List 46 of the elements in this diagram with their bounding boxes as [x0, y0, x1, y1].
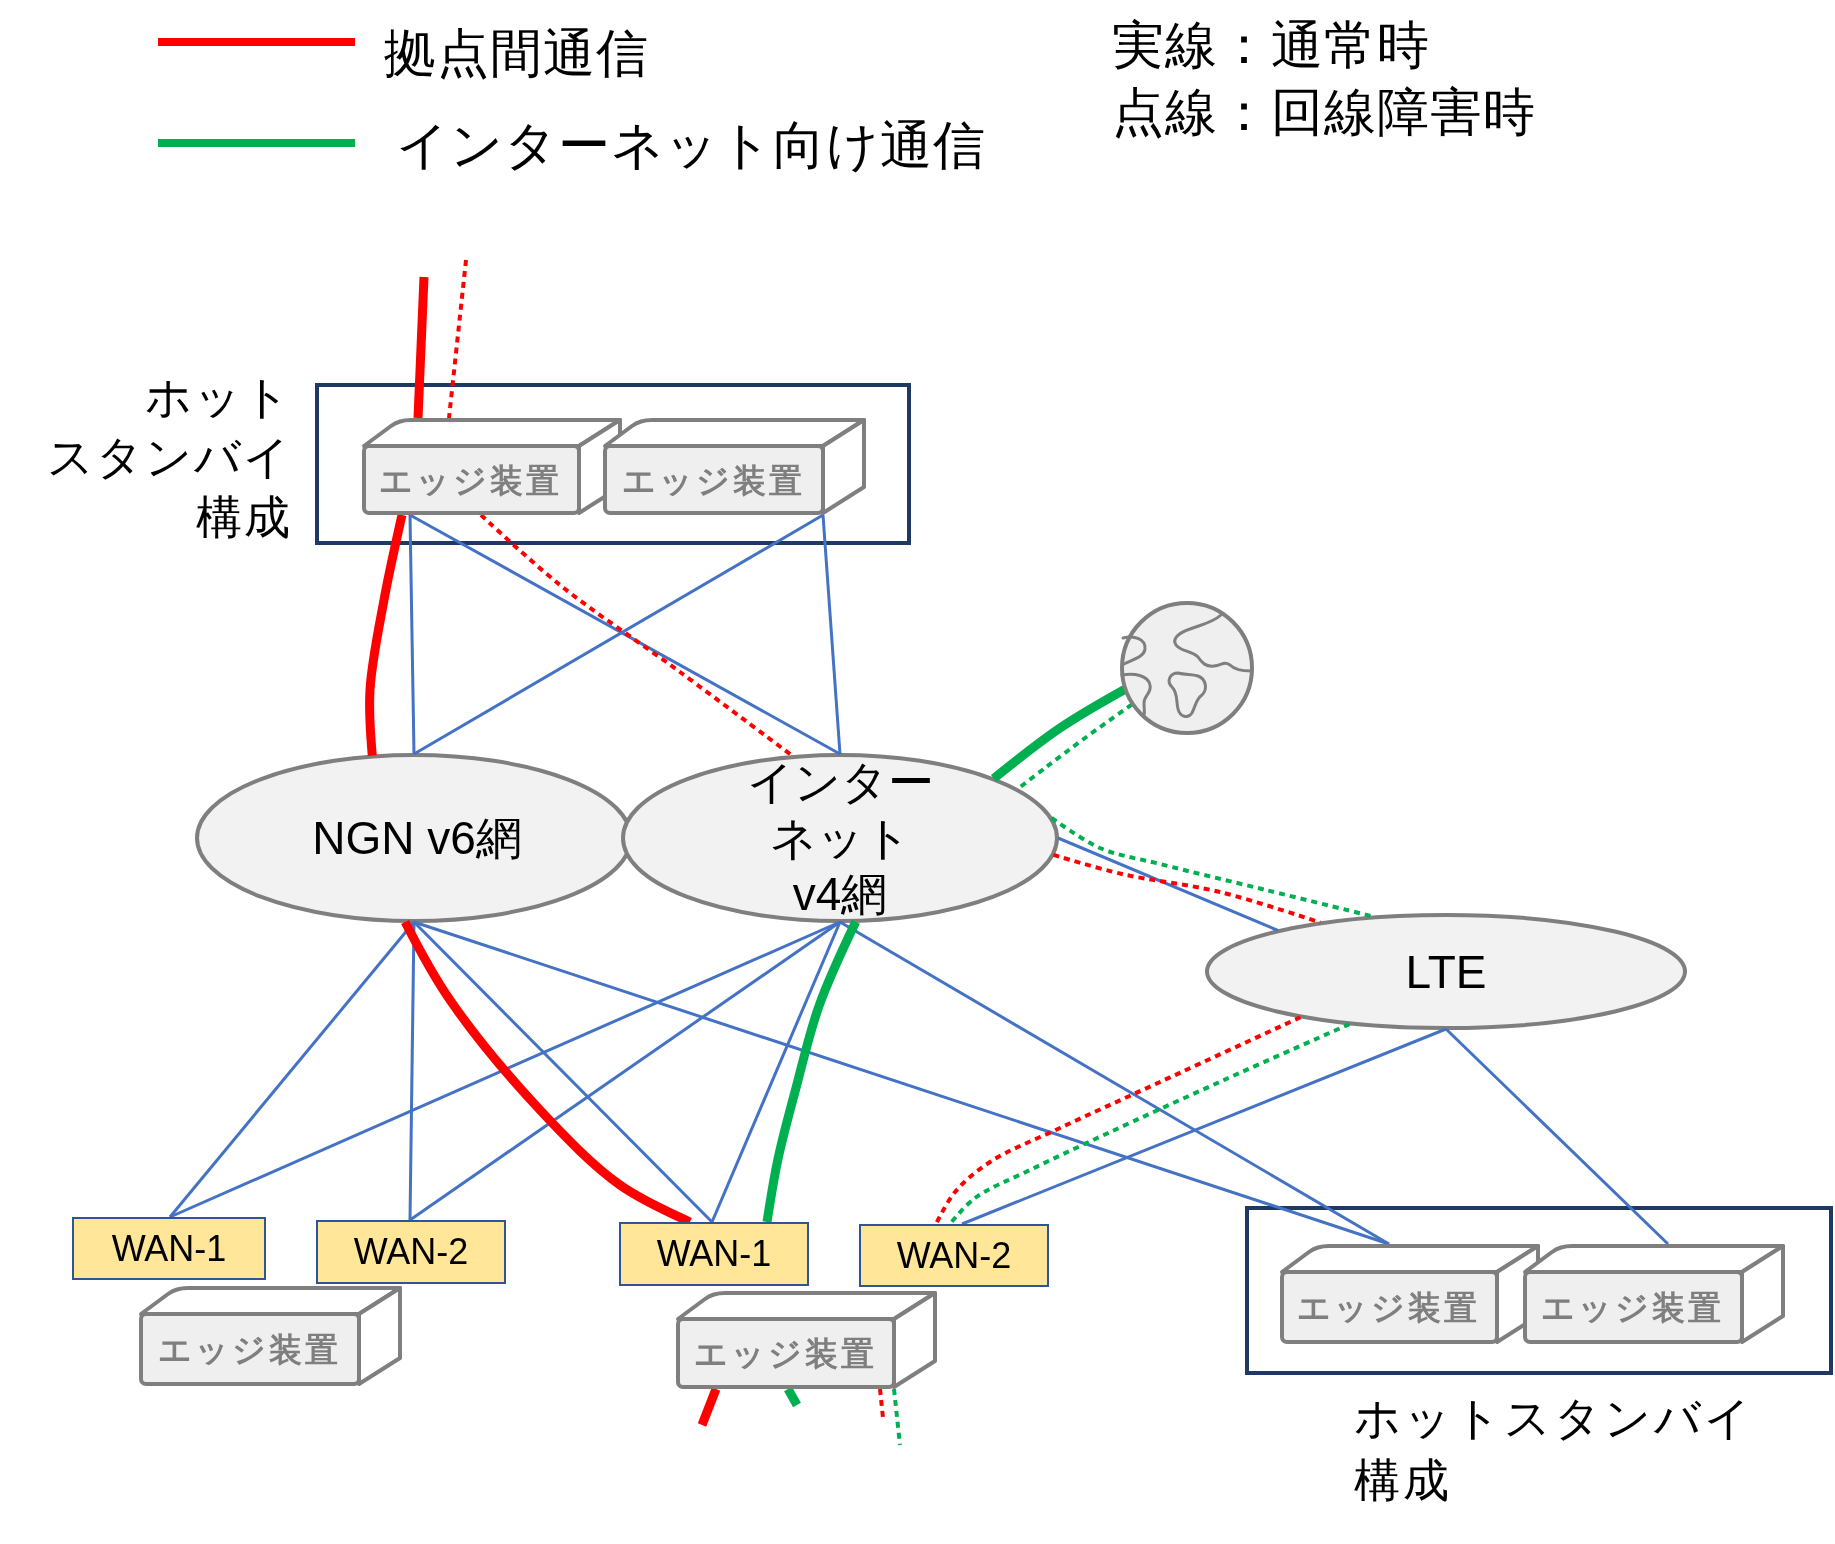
link-line	[168, 921, 416, 1218]
link-line	[169, 920, 841, 1219]
port-tag: WAN-1	[619, 1222, 809, 1286]
legend-label: 拠点間通信	[384, 23, 649, 84]
device-label: エッジ装置	[621, 460, 805, 501]
network-label: LTE	[1405, 945, 1487, 1000]
network-label: NGN v6網	[312, 811, 522, 866]
legend-label: インターネット向け通信	[396, 115, 986, 176]
link-line	[409, 920, 841, 1222]
note-text: 実線：通常時	[1112, 15, 1430, 76]
backup-line	[878, 1388, 885, 1419]
backup-line	[479, 513, 794, 758]
port-tag: WAN-1	[72, 1217, 266, 1280]
device-label: エッジ装置	[1541, 1288, 1724, 1328]
backup-line	[892, 1388, 902, 1446]
backup-line	[934, 1015, 1302, 1225]
port-tag: WAN-2	[859, 1224, 1049, 1287]
network-ellipse	[621, 753, 1059, 923]
link-line	[1057, 836, 1279, 932]
device-label: エッジ装置	[693, 1334, 877, 1374]
link-line	[710, 921, 842, 1223]
backup-line	[447, 259, 468, 419]
traffic-line	[365, 514, 407, 756]
link-line	[408, 922, 416, 1220]
traffic-line	[413, 276, 429, 419]
traffic-line	[991, 685, 1127, 782]
device-label: エッジ装置	[379, 460, 562, 501]
traffic-line	[697, 1387, 721, 1427]
port-tag: WAN-2	[316, 1220, 506, 1284]
device-label: エッジ装置	[157, 1330, 341, 1370]
network-ellipse	[1205, 913, 1687, 1030]
backup-line	[948, 1022, 1351, 1226]
traffic-line	[784, 1386, 801, 1408]
link-line	[839, 920, 1390, 1246]
link-line	[1444, 1027, 1670, 1246]
traffic-line	[762, 919, 860, 1223]
backup-line	[1052, 852, 1321, 925]
link-line	[408, 514, 416, 755]
link-line	[821, 514, 842, 755]
group-label: ホットスタンバイ構成	[47, 370, 292, 545]
device-label: エッジ装置	[1297, 1288, 1480, 1328]
group-label: ホットスタンバイ構成	[1354, 1391, 1754, 1508]
globe-icon	[1120, 601, 1254, 735]
link-line	[961, 1027, 1447, 1226]
note-text: 点線：回線障害時	[1112, 82, 1536, 143]
network-label: インターネットv4網	[746, 755, 934, 922]
